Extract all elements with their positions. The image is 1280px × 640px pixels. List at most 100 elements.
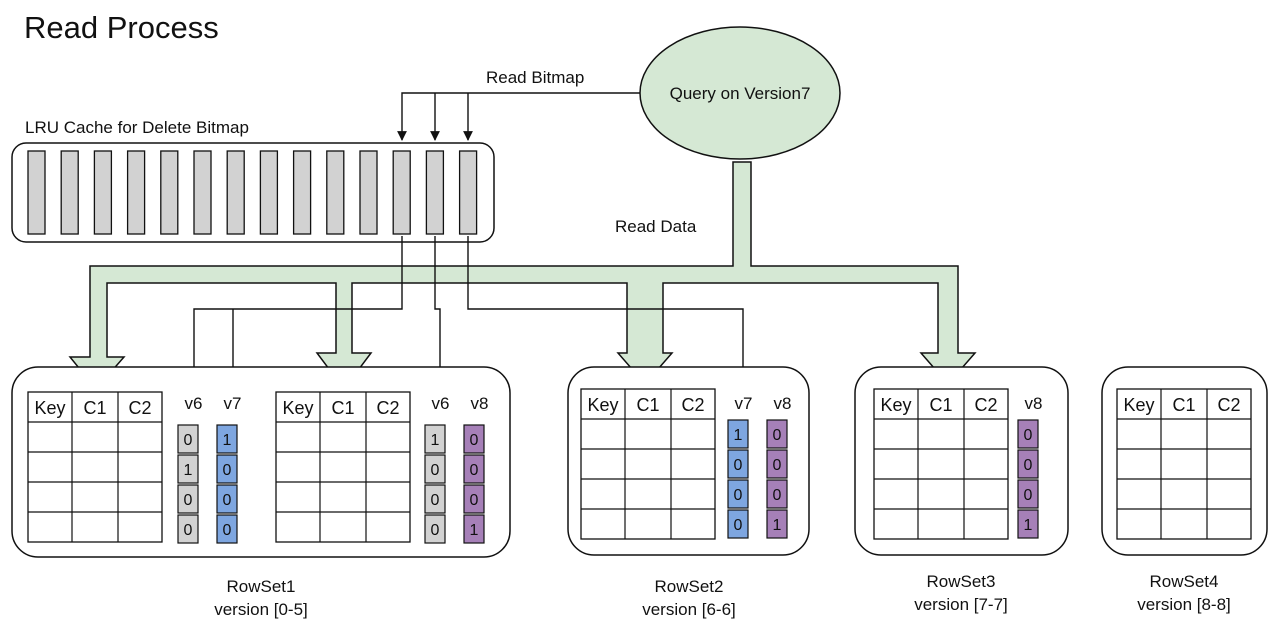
bitmap-version-label: v8: [471, 394, 489, 413]
bitmap-fetch-line: [397, 92, 640, 141]
bitmap-bit: 0: [223, 522, 232, 539]
bitmap-cell: [463, 514, 485, 544]
bitmap-bit: 0: [470, 432, 479, 449]
rowset-name: RowSet2: [655, 577, 724, 596]
read-bitmap-lines: [397, 92, 640, 141]
bitmap-cell: [727, 479, 749, 509]
cache-slot: [93, 150, 113, 235]
bitmap-cell: [177, 424, 199, 454]
cache-slot: [27, 150, 46, 235]
bitmap-delivery-line: [434, 236, 445, 385]
bitmap-delivery-line: [467, 236, 748, 381]
table-frame: [1116, 388, 1252, 540]
rowset-name: RowSet1: [227, 577, 296, 596]
bitmap-bit: 1: [734, 427, 743, 444]
cache-slot: [126, 150, 146, 235]
bitmap-cell: [766, 479, 788, 509]
bitmap-cell: [177, 484, 199, 514]
bitmap-cell: [727, 419, 749, 449]
bitmap-v8: v8 0 0 0 1: [1017, 394, 1043, 539]
bitmap-bit: 0: [773, 457, 782, 474]
cache-slot: [392, 150, 411, 235]
lru-cache-box: [11, 142, 495, 243]
bitmap-cell: [424, 514, 446, 544]
column-header: C2: [376, 398, 399, 418]
cache-slot: [425, 150, 445, 235]
bitmap-cell: [727, 509, 749, 539]
bitmap-bit: 0: [1024, 427, 1033, 444]
column-header: C1: [83, 398, 106, 418]
bitmap-cell: [177, 454, 199, 484]
bitmap-cell: [727, 449, 749, 479]
bitmap-bit: 0: [773, 487, 782, 504]
column-header: C2: [974, 395, 997, 415]
column-header: Key: [282, 398, 313, 418]
bitmap-cell: [216, 454, 238, 484]
lru-cache-slots: [27, 150, 478, 235]
bitmap-bit: 0: [184, 492, 193, 509]
bitmap-bit: 0: [431, 492, 440, 509]
bitmap-cell: [1017, 509, 1039, 539]
bitmap-bit: 1: [1024, 517, 1033, 534]
bitmap-cell: [766, 449, 788, 479]
column-header: C2: [128, 398, 151, 418]
bitmap-bit: 1: [470, 522, 479, 539]
bitmap-cell: [1017, 479, 1039, 509]
page-title: Read Process: [24, 10, 219, 45]
column-header: C2: [681, 395, 704, 415]
bitmap-version-label: v7: [224, 394, 242, 413]
table-frame: [275, 391, 411, 543]
bitmap-bit: 0: [184, 522, 193, 539]
rowset-name: RowSet3: [927, 572, 996, 591]
bitmap-bit: 0: [223, 492, 232, 509]
cache-slot: [359, 150, 378, 235]
cache-slot: [259, 150, 279, 235]
bitmap-version-label: v8: [1025, 394, 1043, 413]
bitmap-cell: [177, 514, 199, 544]
bitmap-version-label: v8: [774, 394, 792, 413]
rowset-version: version [8-8]: [1137, 595, 1231, 614]
bitmap-cell: [216, 514, 238, 544]
column-header: Key: [880, 395, 911, 415]
query-label: Query on Version7: [670, 84, 811, 103]
bitmap-v6: v6 1 0 0 0: [424, 394, 450, 544]
bitmap-bit: 0: [773, 427, 782, 444]
bitmap-cell: [1017, 419, 1039, 449]
read-data-label: Read Data: [615, 217, 697, 236]
bitmap-version-label: v6: [432, 394, 450, 413]
bitmap-bit: 0: [1024, 457, 1033, 474]
bitmap-version-label: v6: [185, 394, 203, 413]
bitmap-bit: 1: [431, 432, 440, 449]
bitmap-delivery-line: [189, 236, 403, 381]
bitmap-cell: [463, 424, 485, 454]
rowset-version: version [7-7]: [914, 595, 1008, 614]
column-header: C1: [636, 395, 659, 415]
bitmap-cell: [766, 509, 788, 539]
table-frame: [873, 388, 1009, 540]
bitmap-bit: 0: [431, 522, 440, 539]
bitmap-bit: 0: [184, 432, 193, 449]
bitmap-bit: 1: [223, 432, 232, 449]
bitmap-bit: 0: [431, 462, 440, 479]
bitmap-cell: [1017, 449, 1039, 479]
bitmap-bit: 0: [470, 462, 479, 479]
bitmap-version-label: v7: [735, 394, 753, 413]
bitmap-bit: 0: [1024, 487, 1033, 504]
lru-cache-label: LRU Cache for Delete Bitmap: [25, 118, 249, 137]
column-header: Key: [587, 395, 618, 415]
rowset-version: version [6-6]: [642, 600, 736, 619]
table-frame: [27, 391, 163, 543]
